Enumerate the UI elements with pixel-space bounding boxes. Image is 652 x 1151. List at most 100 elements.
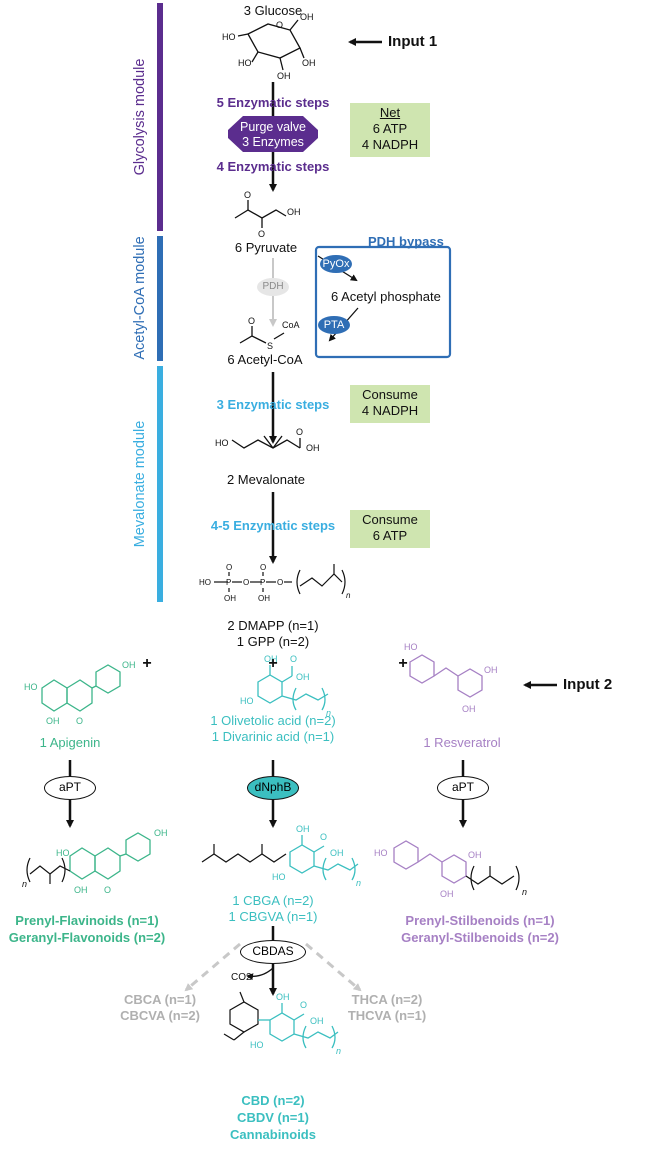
apigenin-ho: HO bbox=[24, 682, 38, 692]
geranyl-flavonoids-label: Geranyl-Flavonoids (n=2) bbox=[8, 930, 166, 945]
prenyl-chain-right bbox=[465, 865, 520, 891]
pyruvate-oh: OH bbox=[287, 207, 301, 217]
mevalonate-o: O bbox=[296, 427, 303, 437]
glycolysis-steps-bottom: 4 Enzymatic steps bbox=[216, 159, 330, 174]
resveratrol-label: 1 Resveratrol bbox=[423, 735, 501, 750]
thca-dashed-arrow bbox=[305, 942, 362, 992]
net-nadph: 4 NADPH bbox=[361, 137, 419, 152]
co2-label: CO2 bbox=[231, 972, 252, 983]
cbdas-enzyme: CBDAS bbox=[240, 940, 306, 964]
cbd-n: n bbox=[336, 1046, 341, 1056]
apigenin-label: 1 Apigenin bbox=[39, 735, 101, 750]
olivetolic-o: O bbox=[290, 654, 297, 664]
glucose-structure bbox=[237, 19, 305, 71]
olivetolic-oh-top: OH bbox=[264, 654, 278, 664]
glucose-o: O bbox=[276, 20, 283, 30]
thcva-label: THCVA (n=1) bbox=[347, 1008, 427, 1023]
dmapp-oh2: OH bbox=[258, 594, 270, 603]
mevalonate-steps1: 3 Enzymatic steps bbox=[216, 397, 330, 412]
input1-label: Input 1 bbox=[388, 33, 438, 50]
mevalonate-steps2: 4-5 Enzymatic steps bbox=[210, 518, 336, 533]
cbgva-label: 1 CBGVA (n=1) bbox=[228, 909, 318, 924]
olivetolic-ho: HO bbox=[240, 696, 254, 706]
dmapp-o4: O bbox=[260, 563, 266, 572]
acetyl-coa-module-label: Acetyl-CoA module bbox=[132, 236, 148, 359]
acetyl-coa-module-bar bbox=[157, 236, 163, 361]
dmapp-gpp-labels: 2 DMAPP (n=1) 1 GPP (n=2) bbox=[227, 618, 318, 650]
mevalonate-ho: HO bbox=[215, 438, 229, 448]
prenyl-stilbenoid-structure bbox=[393, 840, 467, 884]
glucose-oh-3: OH bbox=[302, 58, 316, 68]
acetyl-coa-label: 6 Acetyl-CoA bbox=[227, 352, 303, 367]
co2-arrow bbox=[246, 967, 274, 981]
cbga-label: 1 CBGA (n=2) bbox=[232, 893, 314, 908]
cbd-o: O bbox=[300, 1000, 307, 1010]
prenyl-stilbenoids-label: Prenyl-Stilbenoids (n=1) bbox=[405, 913, 555, 928]
consume1-line2: 4 NADPH bbox=[361, 403, 419, 418]
cbga-ho: HO bbox=[272, 872, 286, 882]
dmapp-label: 2 DMAPP (n=1) bbox=[227, 618, 319, 633]
apigenin-o: O bbox=[76, 716, 83, 726]
cbd-label: CBD (n=2) bbox=[241, 1093, 305, 1108]
dmapp-n: n bbox=[346, 591, 351, 600]
pyruvate-o-top: O bbox=[244, 190, 251, 200]
consume1-line1: Consume bbox=[362, 387, 418, 402]
dmapp-o1: O bbox=[243, 578, 249, 587]
olivetolic-acid-structure bbox=[257, 665, 329, 711]
glucose-label: 3 Glucose bbox=[243, 3, 303, 18]
cbd-ho: HO bbox=[250, 1040, 264, 1050]
cbd-ring bbox=[258, 1003, 339, 1049]
purge-valve-shape bbox=[228, 116, 318, 152]
cbga-ring bbox=[289, 835, 359, 881]
pta-enzyme: PTA bbox=[318, 316, 350, 334]
olivetolic-labels: 1 Olivetolic acid (n=2) 1 Divarinic acid… bbox=[210, 713, 335, 745]
pyruvate-label: 6 Pyruvate bbox=[234, 240, 298, 255]
plus-center: + bbox=[268, 655, 278, 672]
glucose-oh-2: OH bbox=[300, 12, 314, 22]
resveratrol-oh2: OH bbox=[484, 665, 498, 675]
acetyl-phosphate-label: 6 Acetyl phosphate bbox=[331, 289, 441, 304]
glucose-oh-4: HO bbox=[238, 58, 252, 68]
acetyl-coa-s: S bbox=[267, 341, 273, 351]
net-atp: 6 ATP bbox=[372, 121, 408, 136]
mevalonate-module-bar bbox=[157, 366, 163, 602]
resveratrol-oh3: OH bbox=[462, 704, 476, 714]
dmapp-structure bbox=[214, 564, 346, 595]
apt-enzyme-right: aPT bbox=[437, 776, 489, 800]
prenyl-flav-n: n bbox=[22, 879, 27, 889]
glycolysis-module-label: Glycolysis module bbox=[132, 58, 148, 176]
cbd-products: CBD (n=2) CBDV (n=1) Cannabinoids bbox=[230, 1092, 316, 1143]
purge-valve-label: Purge valve 3 Enzymes bbox=[240, 120, 306, 150]
cbd-terpene bbox=[223, 991, 259, 1041]
plus-left: + bbox=[142, 655, 152, 672]
glycolysis-module-bar bbox=[157, 3, 163, 231]
prenyl-flav-ho: HO bbox=[56, 848, 70, 858]
consume1-box: Consume 4 NADPH bbox=[350, 385, 430, 423]
cbd-oh: OH bbox=[310, 1016, 324, 1026]
cbca-products: CBCA (n=1) CBCVA (n=2) bbox=[120, 992, 200, 1024]
pdh-pill bbox=[257, 278, 289, 296]
prenyl-flav-o: O bbox=[104, 885, 111, 895]
consume2-box: Consume 6 ATP bbox=[350, 510, 430, 548]
apt-enzyme-left: aPT bbox=[44, 776, 96, 800]
plus-right: + bbox=[398, 655, 408, 672]
olivetolic-oh: OH bbox=[296, 672, 310, 682]
cbga-o: O bbox=[320, 832, 327, 842]
flavonoid-products: Prenyl-Flavinoids (n=1) Geranyl-Flavonoi… bbox=[9, 912, 165, 946]
resveratrol-structure bbox=[409, 654, 483, 698]
cbga-oh: OH bbox=[330, 848, 344, 858]
consume2-line1: Consume bbox=[362, 512, 418, 527]
net-box: Net 6 ATP 4 NADPH bbox=[350, 103, 430, 157]
prenyl-flav-oh2: OH bbox=[74, 885, 88, 895]
cannabinoids-label: Cannabinoids bbox=[230, 1127, 316, 1142]
pdh-bypass-box bbox=[314, 245, 452, 359]
cbcva-label: CBCVA (n=2) bbox=[120, 1008, 200, 1023]
cbdv-label: CBDV (n=1) bbox=[237, 1110, 309, 1125]
cbca-label: CBCA (n=1) bbox=[123, 992, 197, 1007]
apigenin-oh1: OH bbox=[122, 660, 136, 670]
dmapp-p1: P bbox=[226, 578, 231, 587]
prenyl-chain-left bbox=[26, 857, 71, 884]
prenyl-stil-oh2: OH bbox=[440, 889, 454, 899]
olivetolic-acid-label: 1 Olivetolic acid (n=2) bbox=[210, 713, 336, 728]
